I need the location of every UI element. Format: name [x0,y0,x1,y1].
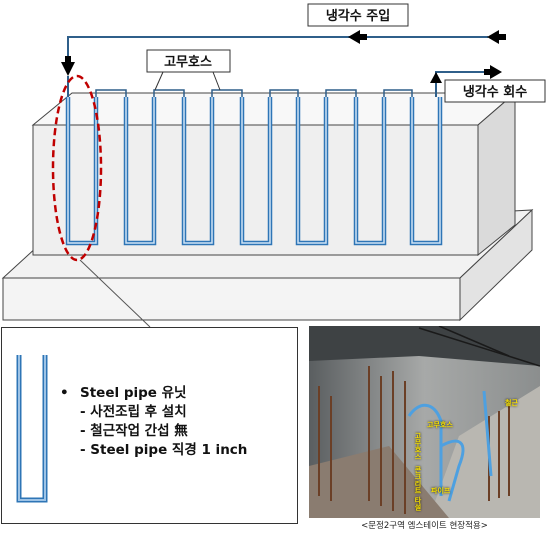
block-top [31,92,517,126]
hose-loop [153,89,185,97]
base-slab-side [459,208,533,322]
arrow-up-icon [430,72,442,83]
legend-text: • Steel pipe 유닛 - 사전조립 후 설치 - 철근작업 간섭 無 -… [60,384,247,460]
bullet-icon: • [60,385,69,401]
outlet-label: 냉각수 회수 [463,84,527,100]
photo-caption: <문정2구역 엠스테이트 현장적용> [361,521,488,531]
hose-loop [269,89,299,97]
legend-item: - 사전조립 후 설치 [80,404,187,420]
u-pipe-group [65,76,443,246]
arrow-left-icon [487,30,499,44]
inlet-label: 냉각수 주입 [326,9,390,24]
block-front [32,124,479,256]
highlight-oval [51,74,103,262]
u-pipe-highlight [67,97,97,244]
base-slab-front [2,277,461,321]
photo-tag-pipe: 파이프 [431,487,451,495]
arrow-left-icon-shaft [359,34,367,40]
u-pipe-unit-icon [16,355,48,503]
legend-title: Steel pipe 유닛 [80,385,187,401]
arrow-down-icon [61,62,75,76]
photo-tag-vertical-1: 고무호스 [414,432,422,460]
u-pipe-highlight [183,97,213,244]
oval-legend-connector [79,259,151,328]
site-photo: 고무호스 철근 파이프 고무호스 콘크리트 타설 [309,326,540,518]
photo-tag-hose: 고무호스 [427,421,453,429]
block-side [477,91,516,257]
legend-box: • Steel pipe 유닛 - 사전조립 후 설치 - 철근작업 간섭 無 -… [1,327,298,524]
hose-loop [325,89,357,97]
photo-tag-rebar: 철근 [505,399,518,407]
hose-loop [383,89,413,97]
arrow-right-icon-shaft [484,69,491,75]
hose-leader-left [154,71,164,91]
hose-loop [95,89,127,97]
hose-leader-right [212,71,221,91]
arrow-down-icon-shaft [65,56,71,63]
u-pipe-highlight [297,97,327,244]
hose-label-box [146,49,231,73]
supply-line [67,36,488,66]
hose-loop [211,89,243,97]
arrow-right-icon [490,65,502,79]
hose-label: 고무호스 [164,55,212,70]
legend-item: - 철근작업 간섭 無 [80,423,188,439]
legend-item: - Steel pipe 직경 1 inch [80,442,248,458]
u-pipe-highlight [411,97,441,244]
arrow-left-icon [348,30,360,44]
u-pipe-highlight [125,97,155,244]
arrow-left-icon-shaft [498,34,506,40]
u-pipe-highlight [241,97,271,244]
u-pipe-highlight [355,97,385,244]
outlet-label-box [444,79,546,103]
inlet-label-box [307,3,409,27]
site-photo-illustration [309,326,540,518]
photo-tag-vertical-2: 콘크리트 타설 [414,466,422,511]
